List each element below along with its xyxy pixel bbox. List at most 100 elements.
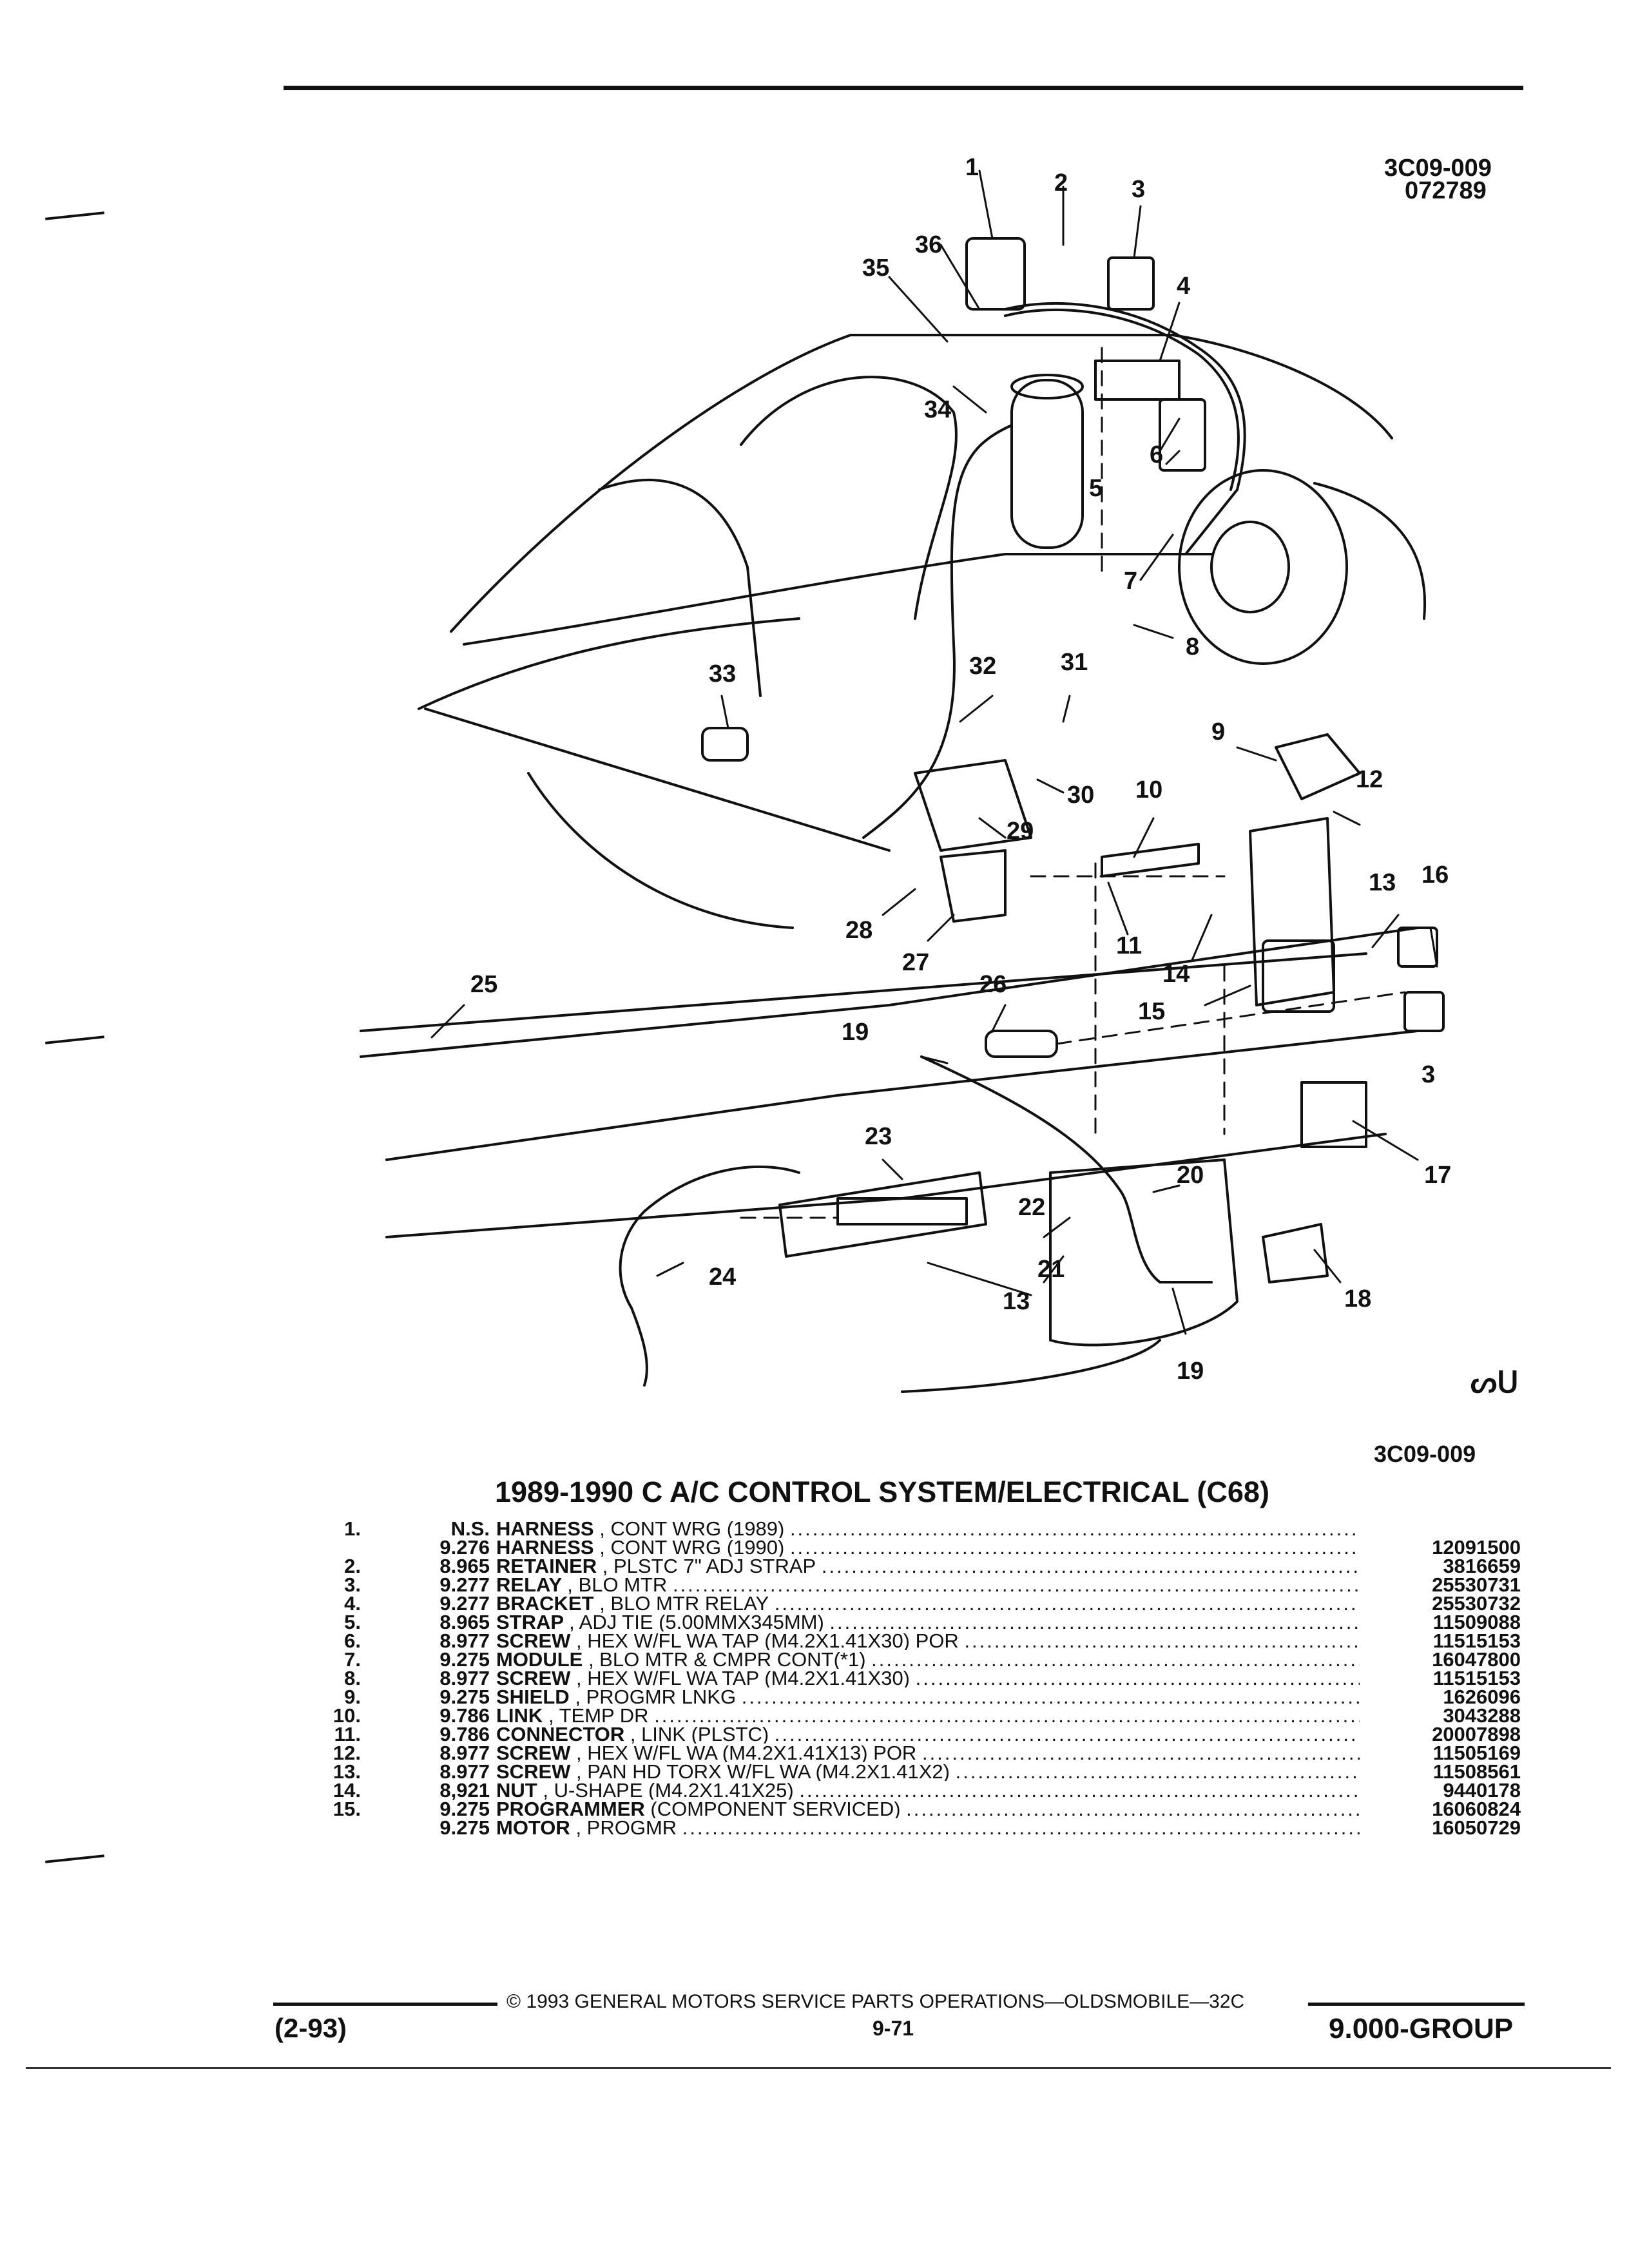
callout: 25 (470, 971, 497, 998)
parts-list: 1. N.S. HARNESS , CONT WRG (1989) ........… (284, 1517, 1521, 1839)
callout: 26 (979, 971, 1007, 998)
leader-dots: ........................................… (654, 1706, 1360, 1725)
part-detail: , ADJ TIE (5.00MMX345MM) (569, 1613, 824, 1631)
part-name: RETAINER (496, 1557, 597, 1575)
section-number: 8.977 (439, 1629, 490, 1652)
part-number: 16050729 (1432, 1816, 1521, 1839)
callout: 24 (709, 1264, 736, 1291)
item-number: 13. (333, 1760, 361, 1783)
diagram-id-bottom: 3C09-009 (1374, 1441, 1476, 1467)
part-name: SCREW (496, 1744, 571, 1762)
section-number: 8.965 (439, 1611, 490, 1633)
section-number: 9.277 (439, 1573, 490, 1596)
callout: 15 (1138, 998, 1165, 1025)
item-number: 7. (344, 1648, 361, 1671)
blower-motor (1178, 469, 1348, 665)
section-number: 9.275 (439, 1648, 490, 1671)
item-number: 14. (333, 1779, 361, 1802)
part-name: SCREW (496, 1669, 571, 1687)
callout: 31 (1061, 649, 1088, 676)
part-number: 3043288 (1443, 1704, 1521, 1727)
corner-mark-icon: ᔕᑌ (1470, 1365, 1519, 1399)
top-rule (284, 86, 1523, 90)
callout: 30 (1067, 782, 1094, 809)
item-number: 12. (333, 1742, 361, 1764)
part-name: MOTOR (496, 1818, 570, 1837)
part-number: 25530732 (1432, 1592, 1521, 1615)
bottom-duct (901, 1339, 1161, 1393)
part-description: MOTOR , PROGMR .........................… (496, 1818, 1360, 1837)
leader-dots: ........................................… (921, 1744, 1360, 1762)
dash-panel-lower (385, 1030, 1419, 1161)
part-number: 3816659 (1443, 1555, 1521, 1577)
part-description: SHIELD , PROGMR LNKG ...................… (496, 1687, 1360, 1706)
callout: 21 (1037, 1256, 1065, 1283)
section-number: 9.786 (439, 1723, 490, 1745)
callout: 22 (1018, 1194, 1045, 1221)
part-name: NUT (496, 1781, 537, 1800)
part-detail: , TEMP DR (548, 1706, 649, 1725)
item-number: 1. (344, 1517, 361, 1540)
harness-upper (1004, 302, 1246, 555)
part-description: MODULE , BLO MTR & CMPR CONT(*1) .......… (496, 1650, 1360, 1669)
part-detail: , U-SHAPE (M4.2X1.41X25) (543, 1781, 794, 1800)
item-number: 5. (344, 1611, 361, 1633)
callout: 36 (915, 231, 942, 258)
part-description: BRACKET , BLO MTR RELAY ................… (496, 1594, 1360, 1613)
part-detail: (COMPONENT SERVICED) (650, 1800, 901, 1818)
part-name: LINK (496, 1706, 543, 1725)
part-detail: , CONT WRG (1990) (599, 1538, 785, 1557)
part-detail: , BLO MTR (567, 1575, 668, 1594)
part-name: SCREW (496, 1762, 571, 1781)
part-detail: , PLSTC 7" ADJ STRAP (602, 1557, 816, 1575)
part-description: SCREW , HEX W/FL WA (M4.2X1.41X13) POR .… (496, 1744, 1360, 1762)
leader-dots: ........................................… (741, 1687, 1360, 1706)
module-6 (1159, 398, 1206, 472)
part-number: 1626096 (1443, 1686, 1521, 1708)
item-number: 2. (344, 1555, 361, 1577)
callout: 5 (1089, 475, 1103, 502)
part-name: SCREW (496, 1631, 571, 1650)
item-number: 15. (333, 1798, 361, 1820)
parts-list-row: 7. 9.275 MODULE , BLO MTR & CMPR CONT(*1) … (284, 1648, 1521, 1671)
part-description: LINK , TEMP DR .........................… (496, 1706, 1360, 1725)
item-number: 6. (344, 1629, 361, 1652)
ac-line (862, 424, 1013, 839)
section-number: 9.275 (439, 1686, 490, 1708)
diagram-date: 072789 (1405, 177, 1487, 204)
callout: 1 (965, 154, 979, 181)
part-description: SCREW , PAN HD TORX W/FL WA (M4.2X1.41X2… (496, 1762, 1360, 1781)
strut-tower (740, 376, 958, 620)
part-name: RELAY (496, 1575, 562, 1594)
item-number: 9. (344, 1686, 361, 1708)
part-number: 11515153 (1432, 1667, 1521, 1689)
part-name: SHIELD (496, 1687, 570, 1706)
callout: 3 (1422, 1061, 1435, 1088)
callout: 33 (709, 660, 736, 687)
control-head (778, 1171, 987, 1258)
harness-lower (920, 1055, 1213, 1283)
relay-3b (1403, 991, 1445, 1032)
leader-dots: ........................................… (774, 1594, 1360, 1613)
leader-dots: ........................................… (774, 1725, 1360, 1744)
part-description: HARNESS , CONT WRG (1989) ..............… (496, 1519, 1360, 1538)
leader-dots: ........................................… (672, 1575, 1360, 1594)
parts-diagram: 1 2 3 4 5 6 7 8 9 10 11 12 13 13 13 14 1… (360, 154, 1451, 1393)
callout: 6 (1150, 441, 1163, 468)
callout: 10 (1135, 776, 1162, 803)
callout: 7 (1124, 568, 1137, 595)
part-number: 16060824 (1432, 1798, 1521, 1820)
part-number: 11508561 (1432, 1760, 1521, 1783)
part-detail: , HEX W/FL WA TAP (M4.2X1.41X30) (576, 1669, 911, 1687)
part-detail: , BLO MTR RELAY (599, 1594, 769, 1613)
section-number: 9.786 (439, 1704, 490, 1727)
section-number: N.S. (450, 1517, 490, 1540)
part-number: 11515153 (1432, 1629, 1521, 1652)
sensor-18 (1262, 1223, 1329, 1283)
parts-list-row: 1. N.S. HARNESS , CONT WRG (1989) ........… (284, 1517, 1521, 1540)
